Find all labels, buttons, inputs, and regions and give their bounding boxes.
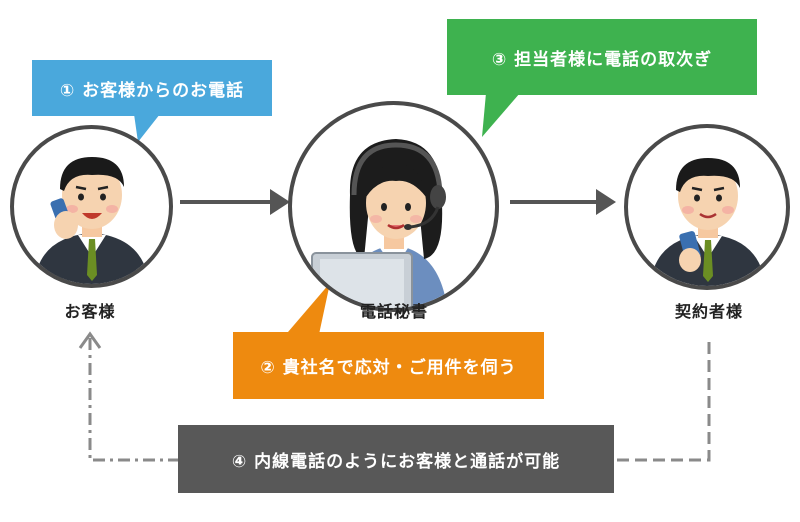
arrow-secretary-to-contractor (510, 189, 616, 215)
step2-bubble-tail (282, 283, 330, 339)
customer-circle (10, 125, 173, 288)
contractor-circle (624, 124, 790, 290)
step4-text: ④ 内線電話のようにお客様と通話が可能 (231, 451, 561, 472)
contractor-label: 契約者様 (674, 302, 743, 321)
operator-with-headset-icon (311, 139, 448, 308)
step1-bubble-tail (134, 114, 160, 142)
step1-bubble: ① お客様からのお電話 (32, 60, 272, 116)
step3-bubble-tail (482, 93, 520, 137)
step3-text: ③ 担当者様に電話の取次ぎ (491, 49, 713, 70)
step2-bubble: ② 貴社名で応対・ご用件を伺う (233, 332, 544, 399)
step2-text: ② 貴社名で応対・ご用件を伺う (260, 358, 517, 378)
customer-label: お客様 (64, 302, 116, 321)
secretary-label: 電話秘書 (359, 302, 428, 321)
step3-bubble: ③ 担当者様に電話の取次ぎ (447, 19, 757, 95)
businessman-with-smartphone-icon (650, 158, 766, 286)
step1-text: ① お客様からのお電話 (59, 80, 245, 101)
secretary-circle (288, 101, 499, 312)
businessman-on-phone-icon (34, 157, 150, 284)
step4-bubble: ④ 内線電話のようにお客様と通話が可能 (178, 425, 614, 493)
dashed-return-path (78, 331, 711, 462)
arrow-customer-to-secretary (180, 189, 290, 215)
